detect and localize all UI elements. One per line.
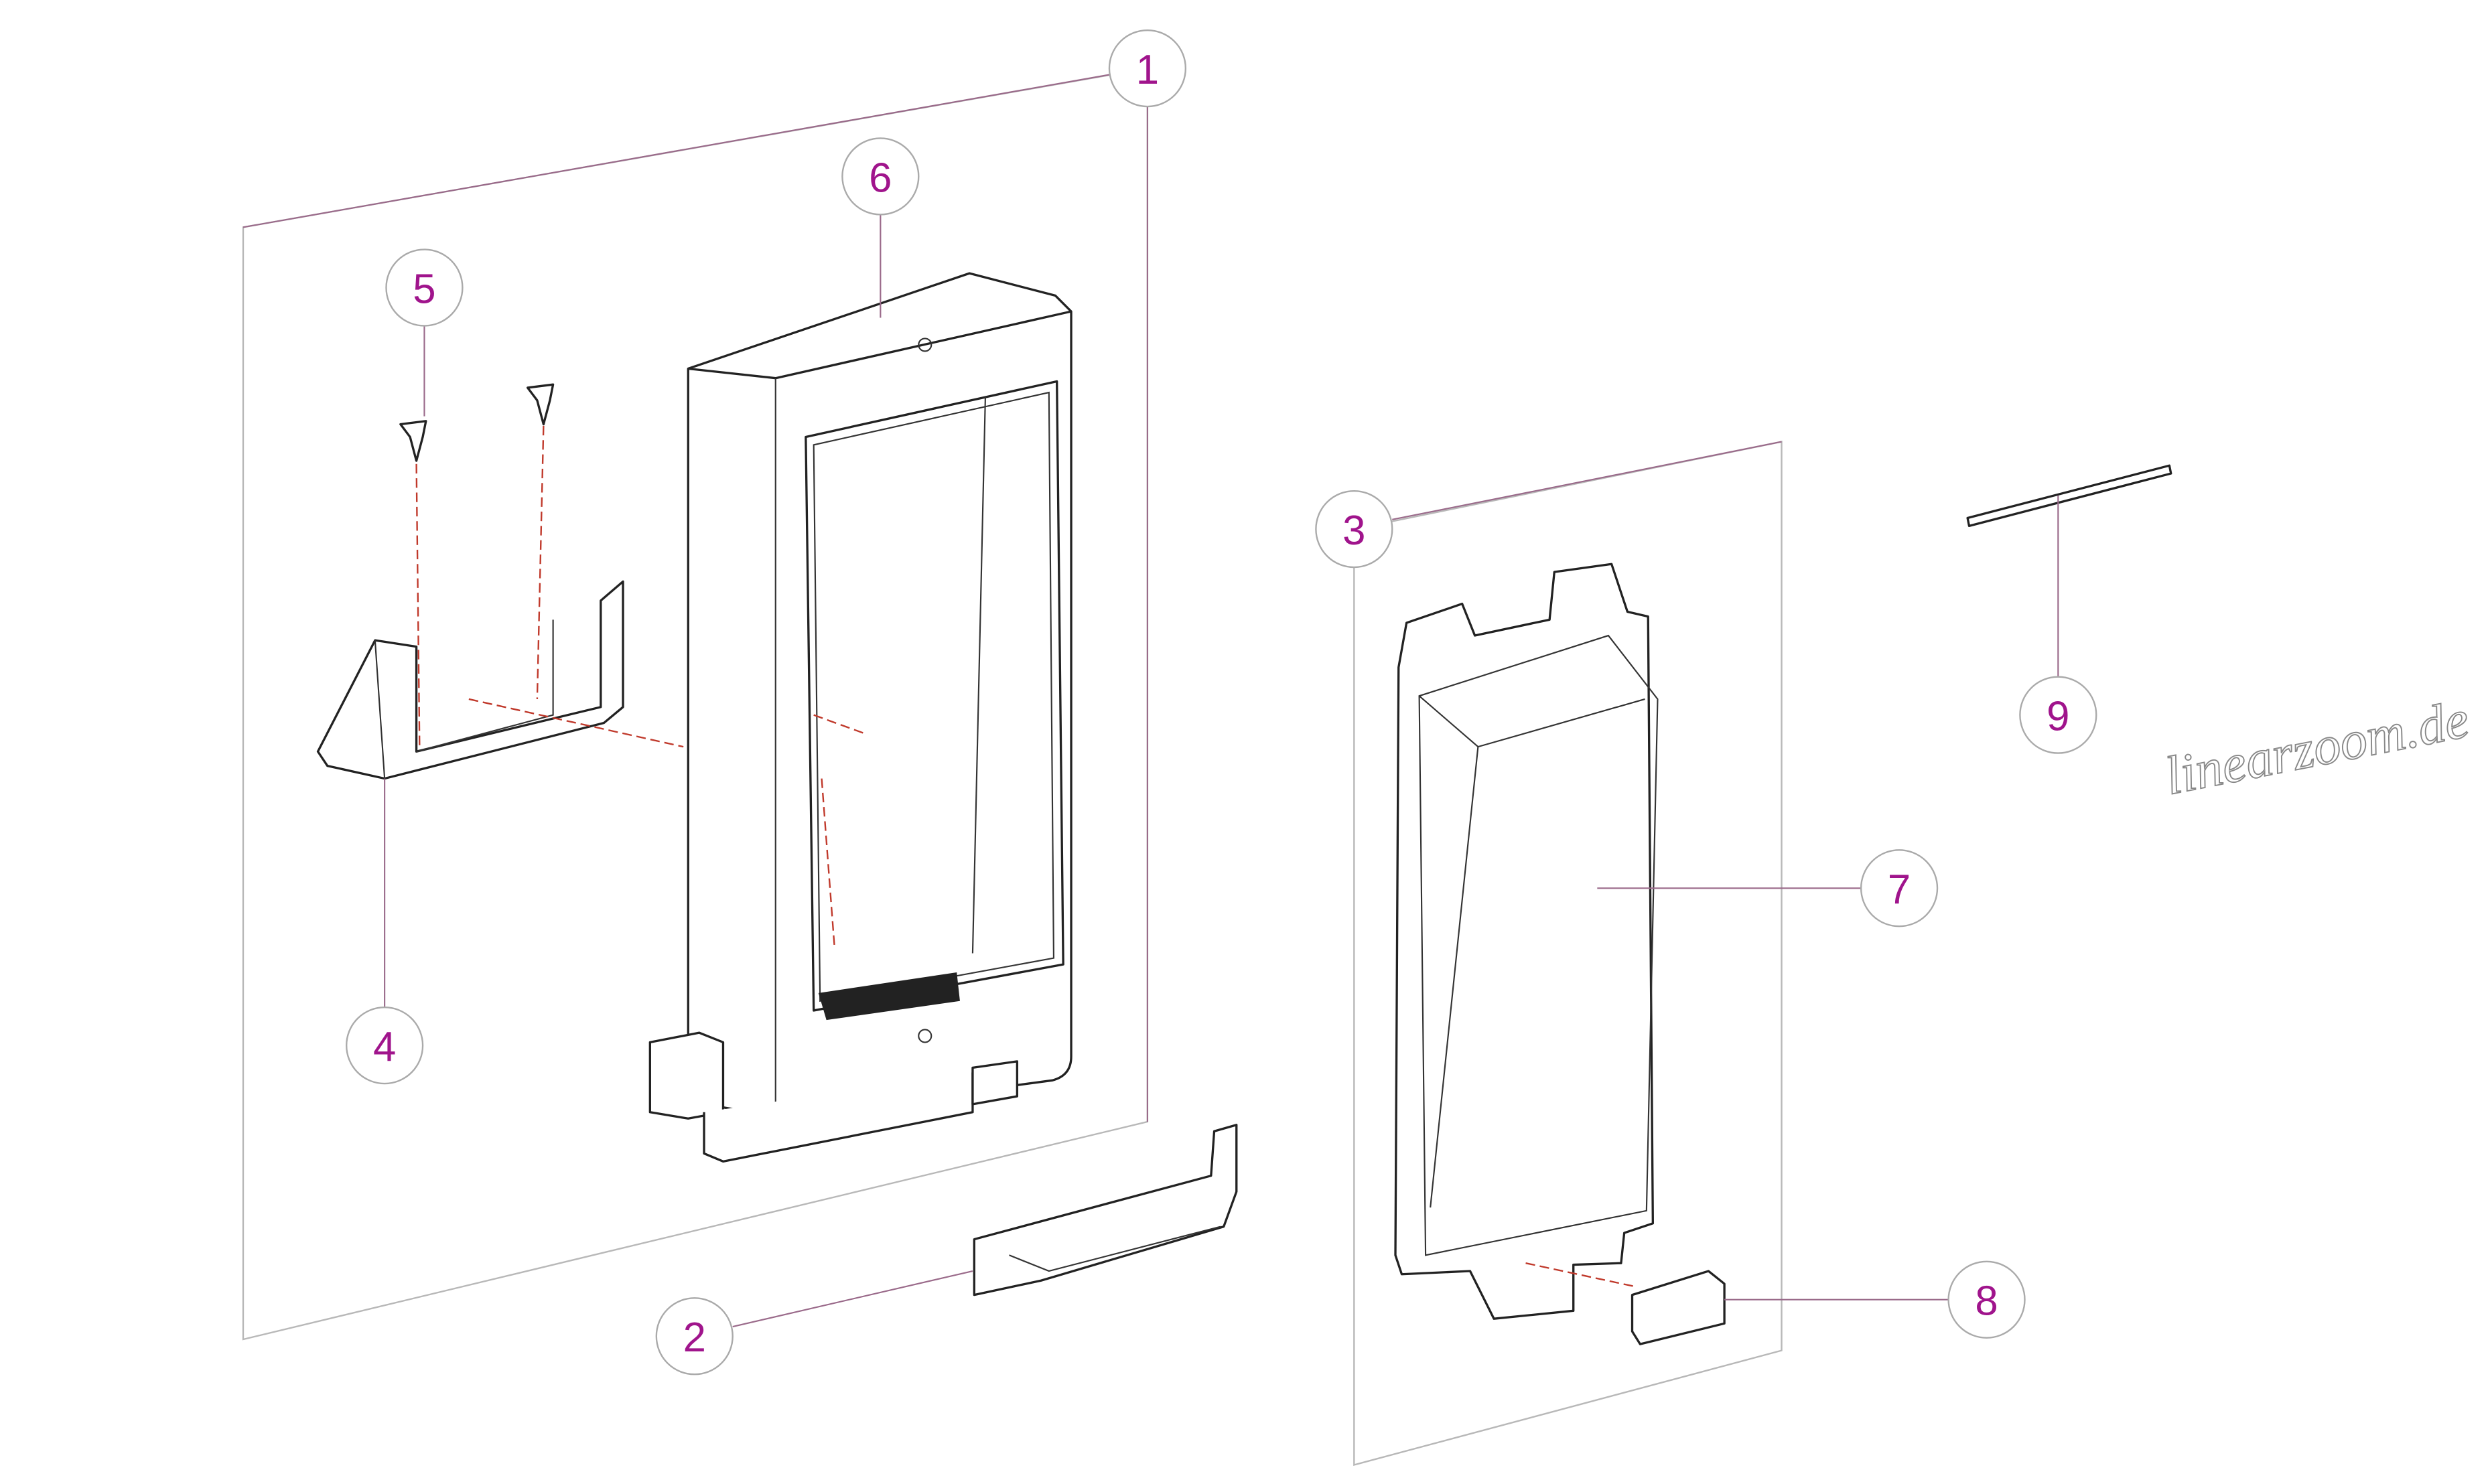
leader-lines — [243, 74, 2059, 1328]
callout-label: 5 — [413, 266, 435, 312]
callout-5: 5 — [385, 248, 464, 327]
callout-label: 7 — [1888, 867, 1911, 913]
callout-label: 9 — [2047, 694, 2069, 740]
part-6-frame — [648, 272, 1072, 1163]
callout-label: 4 — [373, 1024, 396, 1070]
callout-6: 6 — [841, 137, 920, 216]
callout-3: 3 — [1315, 490, 1393, 569]
part-5-screws — [399, 383, 555, 462]
callout-4: 4 — [346, 1007, 424, 1085]
callout-1: 1 — [1108, 29, 1187, 108]
callout-label: 8 — [1975, 1278, 1998, 1325]
callout-7: 7 — [1860, 849, 1939, 928]
callout-9: 9 — [2019, 676, 2097, 754]
callout-label: 3 — [1342, 508, 1365, 554]
callout-label: 2 — [683, 1315, 706, 1361]
axis-line — [1525, 1262, 1637, 1288]
part-2-handle — [973, 1124, 1238, 1296]
watermark: linearzoom.de — [2160, 689, 2474, 806]
axis-line — [415, 425, 867, 946]
part-4-bracket — [316, 580, 624, 780]
callout-2: 2 — [655, 1297, 734, 1376]
callout-8: 8 — [1947, 1260, 2026, 1339]
part-9-rod — [1966, 464, 2172, 528]
callout-label: 1 — [1136, 47, 1159, 93]
part-7-lid — [1394, 563, 1726, 1345]
callout-label: 6 — [869, 155, 892, 201]
